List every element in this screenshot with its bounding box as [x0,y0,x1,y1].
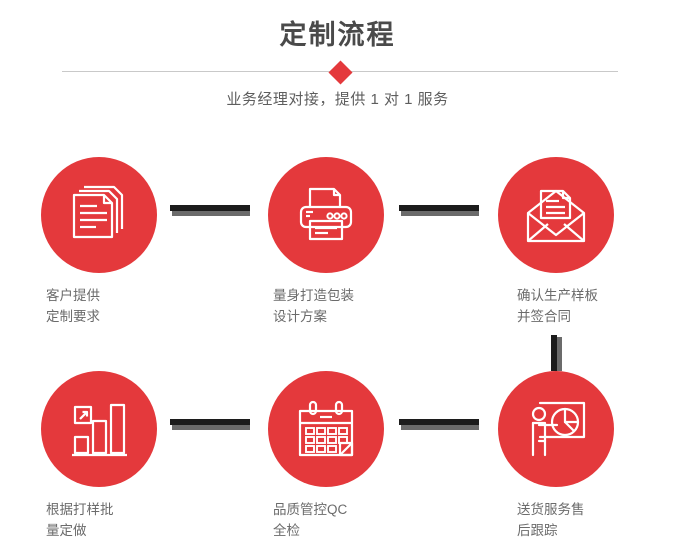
connector-bar-grey [172,425,250,430]
connector-bar-dark [551,335,557,371]
step-3-icon-circle [498,157,614,273]
connector-bar-dark [170,419,250,425]
page-title: 定制流程 [279,20,396,50]
presenter-pie-chart-icon [531,401,586,457]
step-2-label: 量身打造包装 设计方案 [273,288,354,324]
connector-bar-dark [399,205,479,211]
connector-step2-step3 [399,205,479,216]
connector-step4-step5 [170,419,250,430]
connector-bar-grey [401,211,479,216]
connector-step1-step2 [170,205,250,216]
connector-step5-step6 [399,419,479,430]
connector-step3-step6 [551,335,562,371]
step-6-icon-circle [498,371,614,487]
documents-stack-icon [72,185,124,239]
step-5-label: 品质管控QC 全检 [273,502,348,538]
step-4-icon-circle [41,371,157,487]
header-divider [62,59,618,85]
open-envelope-document-icon [526,189,586,243]
printer-icon [299,187,353,241]
step-5-icon-circle [268,371,384,487]
connector-bar-grey [401,425,479,430]
connector-bar-grey [557,337,562,371]
diamond-marker-icon [327,59,353,85]
step-1-icon-circle [41,157,157,273]
connector-bar-dark [399,419,479,425]
step-6-label: 送货服务售 后跟踪 [517,502,585,538]
step-3-label: 确认生产样板 并签合同 [517,288,598,324]
page-subtitle: 业务经理对接，提供 1 对 1 服务 [226,91,449,108]
step-1-label: 客户提供 定制要求 [46,288,100,324]
bar-chart-growth-icon [72,403,127,457]
step-2-icon-circle [268,157,384,273]
step-4-label: 根据打样批 量定做 [46,502,114,538]
connector-bar-dark [170,205,250,211]
connector-bar-grey [172,211,250,216]
calendar-icon [298,400,354,457]
